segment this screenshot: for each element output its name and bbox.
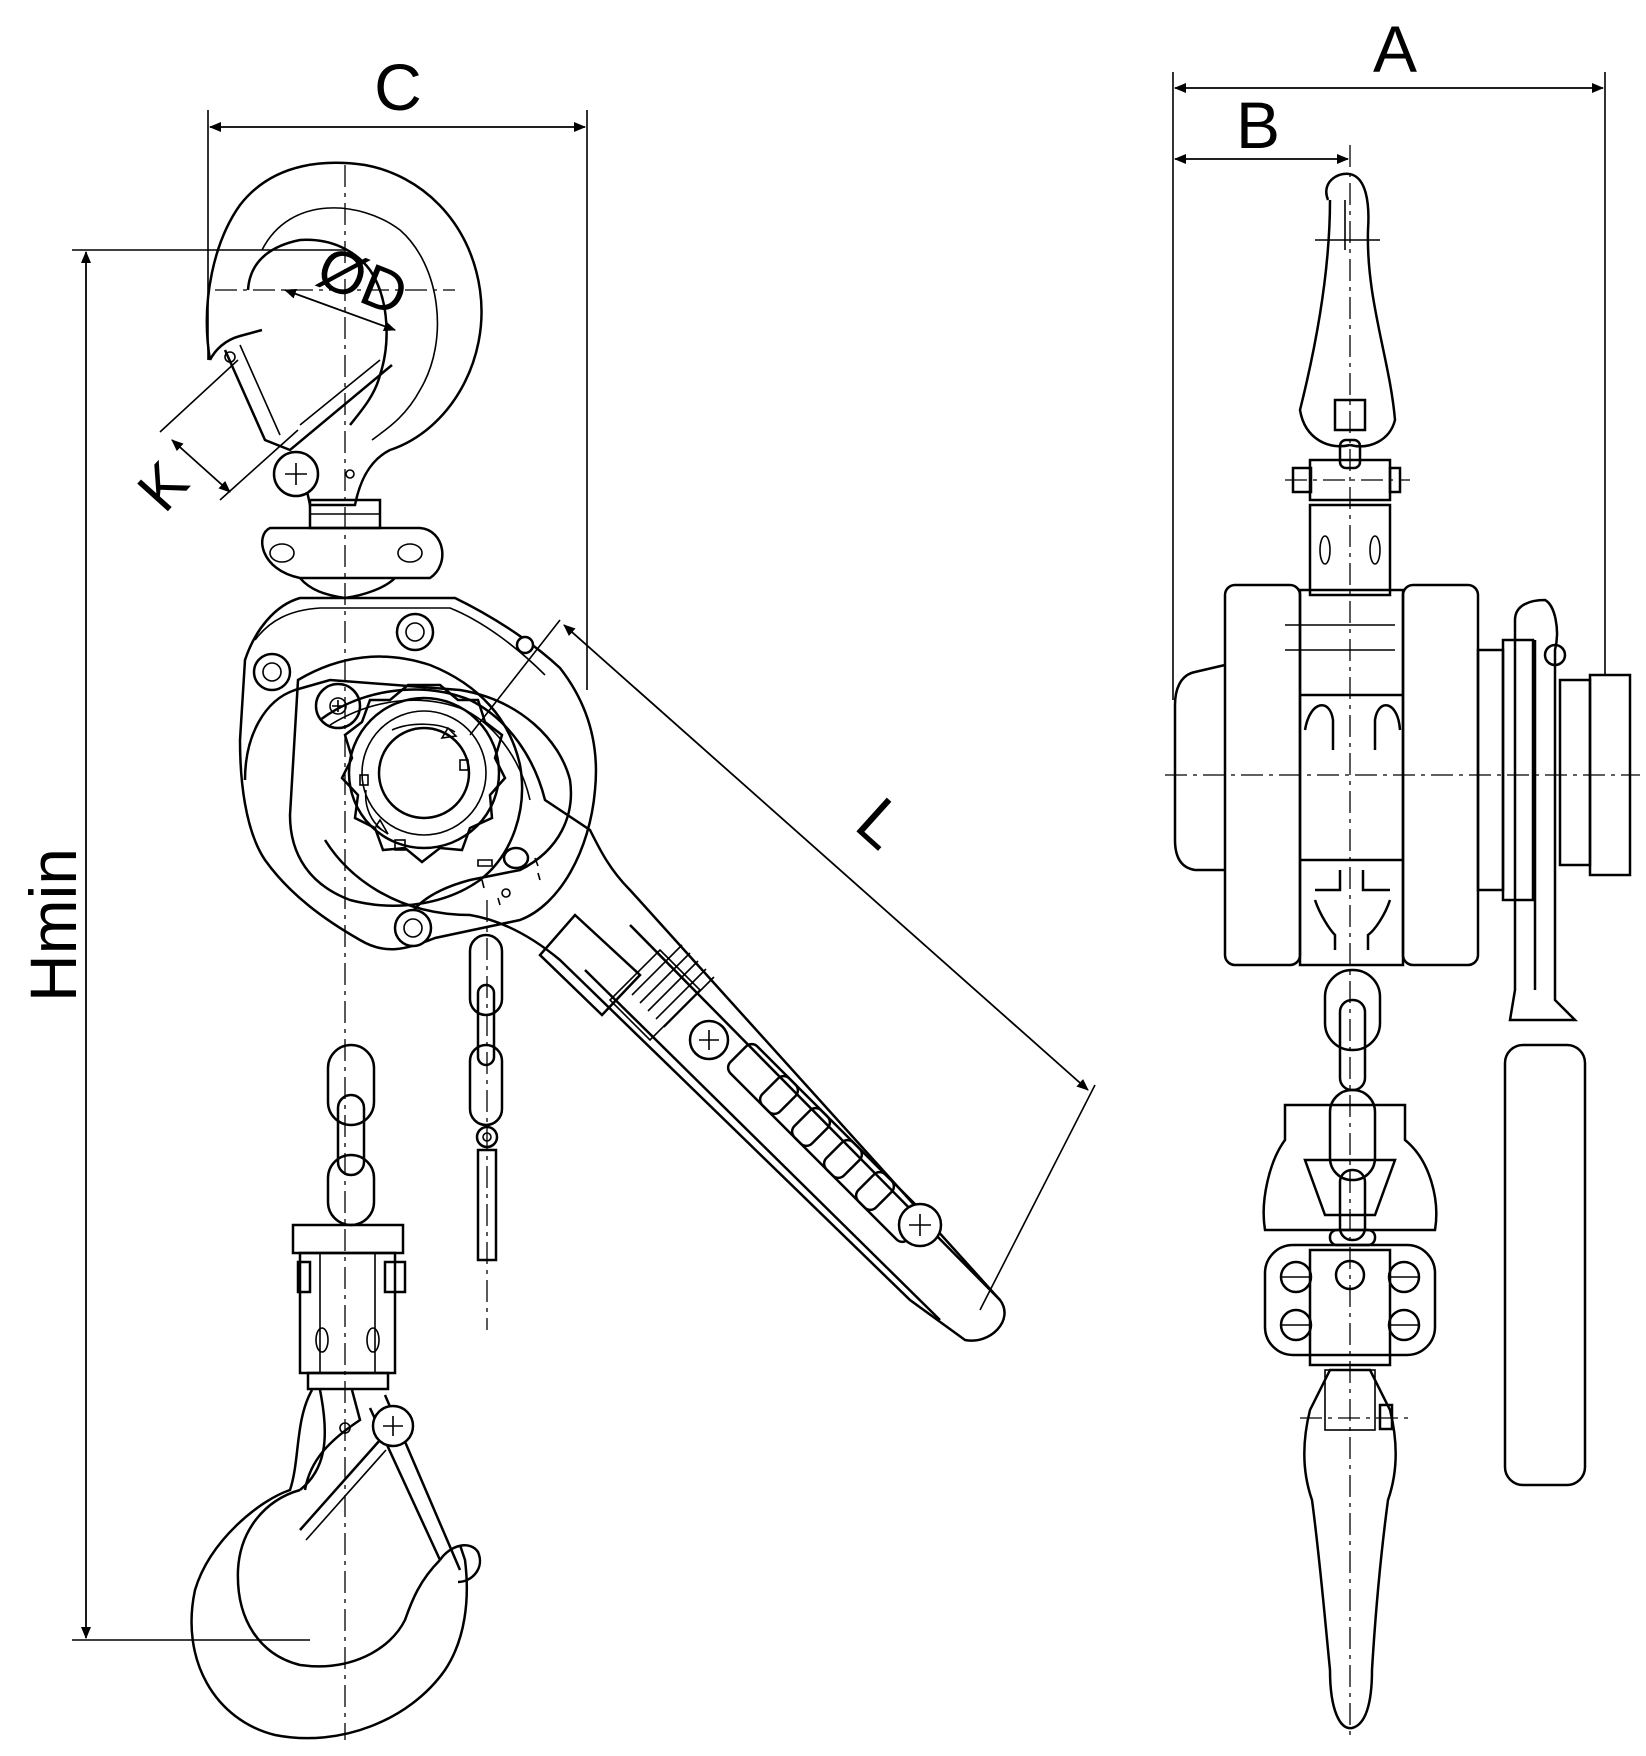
dim-hmin-extension: [72, 249, 345, 1641]
top-bracket: [261, 526, 444, 600]
dim-a-label: A: [1373, 12, 1417, 86]
bottom-block: [291, 1223, 407, 1391]
dim-a-extension: [1172, 72, 1606, 700]
dim-od-line: [284, 289, 396, 331]
side-chain: [1323, 968, 1382, 1242]
dim-k-extension: [159, 359, 299, 501]
front-view: [190, 161, 1006, 1740]
dim-l-line: [563, 624, 1089, 1091]
side-top-hook: [1285, 172, 1410, 502]
dim-c-label: C: [374, 50, 422, 124]
dim-k-label: K: [124, 449, 201, 524]
hoist-body: [238, 596, 598, 951]
load-chain: [326, 1043, 376, 1227]
lever-handle: [319, 688, 1006, 1342]
slack-chain: [468, 933, 504, 1262]
dim-c-extension: [207, 110, 588, 690]
side-body: [1165, 503, 1640, 967]
dim-l-label: L: [843, 783, 920, 863]
side-lever: [1503, 598, 1587, 1487]
side-bottom-hook: [1300, 1368, 1410, 1730]
dim-hmin-label: Hmin: [16, 848, 90, 1002]
side-view: [1165, 145, 1640, 1740]
dim-k-line: [171, 439, 231, 493]
dimensions: C A B Hmin ØD K L: [16, 12, 1606, 1641]
top-hook: [205, 161, 483, 507]
dim-od-label: ØD: [308, 233, 417, 329]
dim-l-extension: [469, 619, 1096, 1311]
dim-b-label: B: [1236, 88, 1280, 162]
bottom-hook: [190, 1389, 482, 1740]
